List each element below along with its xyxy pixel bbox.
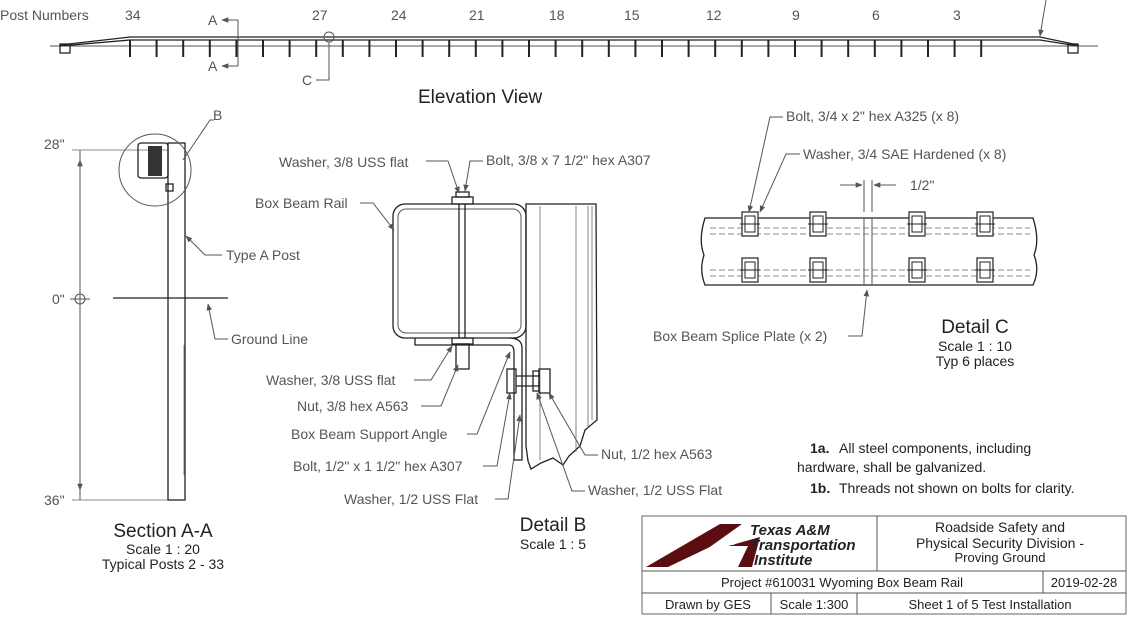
- label-washer-12-left: Washer, 1/2 USS Flat: [344, 491, 478, 507]
- label-washer-34: Washer, 3/4 SAE Hardened (x 8): [803, 146, 1006, 162]
- post-number: 9: [792, 7, 800, 23]
- dimension-bottom: 36": [44, 492, 65, 508]
- note-1a-number: 1a.: [810, 440, 829, 456]
- note-1b-text: Threads not shown on bolts for clarity.: [839, 480, 1075, 496]
- elevation-view-title: Elevation View: [418, 87, 543, 108]
- splice-bolt: [907, 211, 927, 237]
- label-nut-12: Nut, 1/2 hex A563: [601, 446, 713, 462]
- label-washer-38-bottom: Washer, 3/8 USS flat: [266, 372, 396, 388]
- post-number: 34: [125, 7, 141, 23]
- box-beam-support-angle: [414, 337, 523, 461]
- detail-b-callout-circle: [118, 133, 192, 207]
- tti-logo: Texas A&M Transportation Institute: [646, 522, 856, 569]
- division-line3: Proving Ground: [954, 550, 1045, 565]
- box-beam-small: [137, 142, 169, 179]
- washer-38-bottom: [451, 337, 474, 345]
- post-numbers-label: Post Numbers: [0, 7, 89, 23]
- post-number: 15: [624, 7, 640, 23]
- splice-bolts: [740, 211, 995, 283]
- label-washer-38-top: Washer, 3/8 USS flat: [279, 154, 409, 170]
- drawing-date: 2019-02-28: [1051, 575, 1118, 590]
- division-line1: Roadside Safety and: [935, 519, 1065, 535]
- section-a-a-subtitle: Typical Posts 2 - 33: [102, 556, 224, 572]
- detail-c: 1/2" Bolt, 3/4 x 2" hex A325 (x 8) Washe…: [653, 108, 1038, 369]
- post-number: 27: [312, 7, 328, 23]
- dimension-zero: 0": [52, 291, 65, 307]
- splice-bolt: [740, 211, 760, 237]
- label-bolt-34: Bolt, 3/4 x 2" hex A325 (x 8): [786, 108, 959, 124]
- section-a-a-scale: Scale 1 : 20: [126, 541, 200, 557]
- drawing-scale: Scale 1:300: [780, 597, 849, 612]
- drawn-by: Drawn by GES: [665, 597, 751, 612]
- splice-bolt: [975, 211, 995, 237]
- post-number: 18: [549, 7, 565, 23]
- bolt-head-38: [451, 196, 474, 205]
- end-anchor-right: [1067, 43, 1079, 54]
- splice-outline: [700, 217, 1038, 286]
- division-line2: Physical Security Division -: [916, 535, 1084, 551]
- label-bolt-38: Bolt, 3/8 x 7 1/2" hex A307: [486, 152, 651, 168]
- post-cross-section: [525, 203, 598, 470]
- elevation-view: Post Numbers 34 27 24 21 18 15 12 9 6 3 …: [0, 0, 1098, 108]
- detail-c-scale: Scale 1 : 10: [938, 338, 1012, 354]
- section-marker-a-bottom: A: [208, 58, 218, 74]
- gap-dimension: 1/2": [910, 177, 934, 193]
- bolt-shaft-38: [458, 204, 466, 338]
- detail-c-title: Detail C: [941, 317, 1009, 338]
- detail-c-subtitle: Typ 6 places: [936, 353, 1015, 369]
- sheet-info: Sheet 1 of 5 Test Installation: [908, 597, 1071, 612]
- type-a-post: [167, 142, 186, 501]
- splice-bolt: [740, 257, 760, 283]
- detail-marker-c: C: [302, 72, 312, 88]
- section-marker-a-top: A: [208, 12, 218, 28]
- splice-bolt: [808, 211, 828, 237]
- logo-text-line1: Texas A&M: [750, 522, 830, 539]
- post-number: 6: [872, 7, 880, 23]
- label-splice-plate: Box Beam Splice Plate (x 2): [653, 328, 827, 344]
- note-1b-number: 1b.: [810, 480, 830, 496]
- label-nut-38: Nut, 3/8 hex A563: [297, 398, 409, 414]
- detail-b-scale: Scale 1 : 5: [520, 536, 586, 552]
- label-ground-line: Ground Line: [231, 331, 308, 347]
- label-bolt-12: Bolt, 1/2" x 1 1/2" hex A307: [293, 458, 463, 474]
- note-1a-text-line1: All steel components, including: [839, 440, 1031, 456]
- post-number: 21: [469, 7, 485, 23]
- logo-text-line3: Institute: [754, 552, 812, 569]
- label-support-angle: Box Beam Support Angle: [291, 426, 448, 442]
- project-name: Project #610031 Wyoming Box Beam Rail: [721, 575, 963, 590]
- splice-bolt: [808, 257, 828, 283]
- logo-text-line2: Transportation: [750, 537, 856, 554]
- label-box-beam-rail: Box Beam Rail: [255, 195, 348, 211]
- rail-bottom: [59, 39, 1079, 47]
- section-a-a: 28" 0" 36" B Type A Post Ground Line Sec…: [44, 107, 308, 572]
- end-anchor-left: [59, 43, 71, 54]
- nut-12: [538, 368, 551, 394]
- note-1a-text-line2: hardware, shall be galvanized.: [797, 459, 986, 475]
- dimension-top: 28": [44, 136, 65, 152]
- rail-top: [59, 36, 1079, 46]
- detail-b-title: Detail B: [520, 515, 587, 536]
- detail-b: Washer, 3/8 USS flat Bolt, 3/8 x 7 1/2" …: [255, 152, 722, 552]
- splice-bolt: [975, 257, 995, 283]
- title-block: Texas A&M Transportation Institute Roads…: [641, 515, 1127, 615]
- label-type-a-post: Type A Post: [226, 247, 300, 263]
- general-notes: 1a. All steel components, including hard…: [797, 440, 1075, 496]
- label-washer-12-right: Washer, 1/2 USS Flat: [588, 482, 722, 498]
- washer-12: [532, 370, 540, 392]
- section-a-a-title: Section A-A: [113, 521, 213, 542]
- post-number: 12: [706, 7, 722, 23]
- splice-gap: [863, 218, 873, 285]
- detail-marker-b: B: [213, 107, 222, 123]
- post-number: 3: [953, 7, 961, 23]
- post-row: [129, 40, 983, 57]
- post-number: 24: [391, 7, 407, 23]
- nut-38: [455, 343, 470, 370]
- splice-bolt: [907, 257, 927, 283]
